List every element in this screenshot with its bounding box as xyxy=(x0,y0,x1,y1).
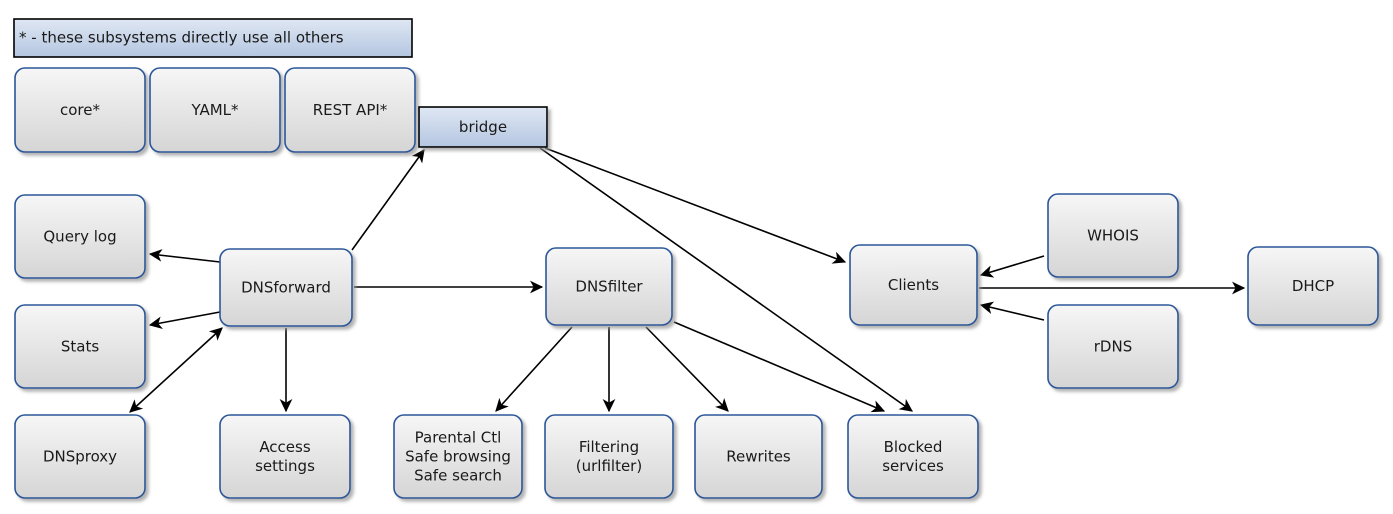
node-label: Filtering(urlfilter) xyxy=(576,438,642,475)
edge-dnsforward-dnsproxy xyxy=(129,327,223,413)
edge-line xyxy=(129,327,223,413)
node-label: bridge xyxy=(459,118,507,136)
node-label: core* xyxy=(60,101,100,119)
edge-line xyxy=(673,321,886,413)
node-label: rDNS xyxy=(1094,337,1132,355)
node-label: Stats xyxy=(61,337,99,355)
edge-whois-clients xyxy=(979,255,1045,278)
node-label: DNSforward xyxy=(241,278,331,296)
node-box[interactable] xyxy=(14,194,146,279)
node-label: DNSfilter xyxy=(575,277,643,295)
edge-dnsfilter-parental xyxy=(495,326,573,412)
node-clients[interactable]: Clients xyxy=(849,244,978,326)
node-dhcp[interactable]: DHCP xyxy=(1247,246,1379,326)
node-stats[interactable]: Stats xyxy=(14,304,146,389)
node-box[interactable] xyxy=(219,414,351,499)
edge-line xyxy=(539,147,913,412)
node-label: DHCP xyxy=(1292,277,1334,295)
node-label: Clients xyxy=(888,276,939,294)
node-box[interactable] xyxy=(149,67,281,153)
edge-dnsforward-querylog xyxy=(148,249,221,263)
node-querylog[interactable]: Query log xyxy=(14,194,146,279)
node-label: YAML* xyxy=(190,101,239,119)
node-label: WHOIS xyxy=(1087,226,1139,244)
node-dnsproxy[interactable]: DNSproxy xyxy=(14,414,146,499)
node-box[interactable] xyxy=(545,247,673,326)
edge-dnsforward-stats xyxy=(148,311,221,330)
node-box[interactable] xyxy=(14,414,146,499)
node-box[interactable] xyxy=(1247,246,1379,326)
node-rewrites[interactable]: Rewrites xyxy=(694,414,823,499)
node-box[interactable] xyxy=(847,414,979,499)
node-filtering[interactable]: Filtering(urlfilter) xyxy=(544,414,674,499)
node-rdns[interactable]: rDNS xyxy=(1047,304,1179,389)
edge-line xyxy=(645,326,729,412)
node-label: REST API* xyxy=(313,101,388,119)
edge-line xyxy=(544,147,847,264)
node-box[interactable] xyxy=(1047,193,1179,278)
edge-line xyxy=(495,326,573,412)
node-restapi[interactable]: REST API* xyxy=(284,67,416,153)
node-box[interactable] xyxy=(1047,304,1179,389)
legend-box-rect xyxy=(13,18,413,58)
node-box[interactable] xyxy=(849,244,978,326)
edge-bridge-blocked xyxy=(539,147,913,412)
node-box[interactable] xyxy=(14,304,146,389)
node-dnsfilter[interactable]: DNSfilter xyxy=(545,247,673,326)
node-box[interactable] xyxy=(14,67,146,153)
edge-dnsfilter-blocked xyxy=(673,321,886,413)
node-label: Rewrites xyxy=(726,447,791,465)
node-box[interactable] xyxy=(284,67,416,153)
node-dnsforward[interactable]: DNSforward xyxy=(219,248,353,327)
legend-box: * - these subsystems directly use all ot… xyxy=(13,18,413,58)
node-bridge[interactable]: bridge xyxy=(418,106,548,148)
node-box[interactable] xyxy=(694,414,823,499)
node-box[interactable] xyxy=(418,106,548,148)
edge-dnsforward-bridge xyxy=(351,149,425,251)
node-box[interactable] xyxy=(219,248,353,327)
edge-line xyxy=(979,301,1045,321)
edge-rdns-clients xyxy=(979,301,1045,321)
edge-line xyxy=(979,255,1045,278)
node-label: DNSproxy xyxy=(43,447,117,465)
legend-text: * - these subsystems directly use all ot… xyxy=(19,29,344,47)
node-box[interactable] xyxy=(544,414,674,499)
edge-bridge-clients xyxy=(544,147,847,264)
edge-line xyxy=(148,311,221,330)
node-core[interactable]: core* xyxy=(14,67,146,153)
node-yaml[interactable]: YAML* xyxy=(149,67,281,153)
node-box[interactable] xyxy=(393,414,523,499)
edge-layer xyxy=(129,147,1246,413)
edge-line xyxy=(351,149,425,251)
node-whois[interactable]: WHOIS xyxy=(1047,193,1179,278)
node-label: Query log xyxy=(43,227,116,245)
edge-line xyxy=(148,249,221,263)
edge-dnsfilter-rewrites xyxy=(645,326,729,412)
